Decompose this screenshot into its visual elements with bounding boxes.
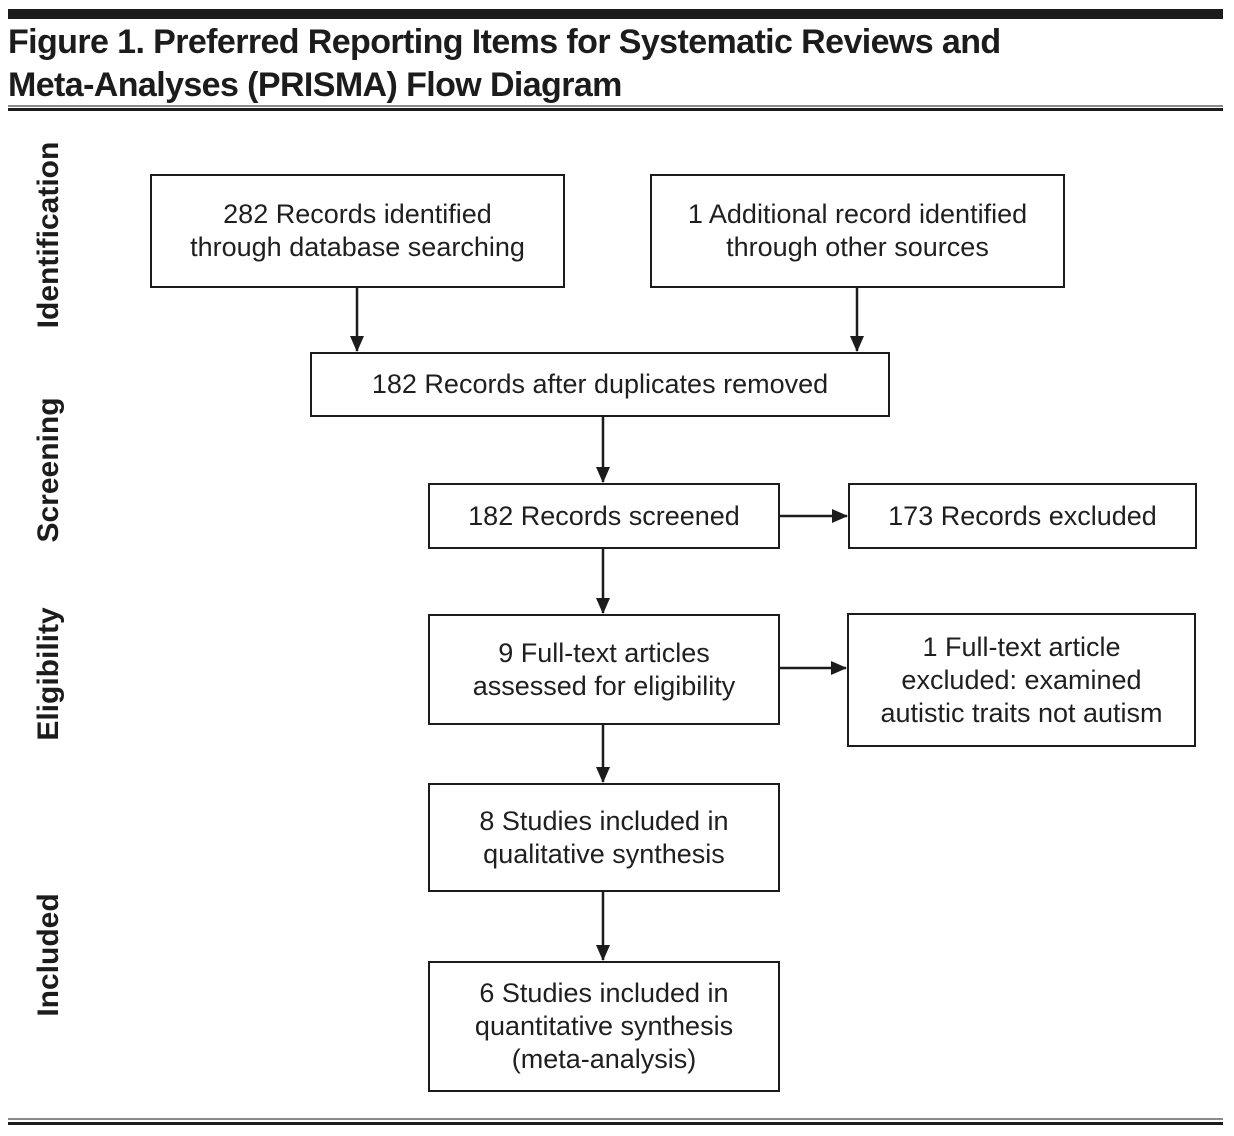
box-text-line: 6 Studies included in	[479, 978, 729, 1008]
flow-box-after-duplicates: 182 Records after duplicates removed	[310, 352, 890, 417]
flow-box-records-screened: 182 Records screened	[428, 483, 780, 549]
box-text-line: 1 Full-text article	[922, 631, 1121, 662]
flow-box-qualitative-synthesis: 8 Studies included in qualitative synthe…	[428, 783, 780, 892]
box-text-line: 1 Additional record identified	[687, 199, 1028, 229]
box-text-line: through database searching	[190, 232, 525, 262]
flow-box-records-excluded: 173 Records excluded	[848, 483, 1197, 549]
box-text-line: quantitative synthesis	[474, 1011, 734, 1041]
bottom-rule-dark	[8, 1122, 1223, 1125]
box-text-line: (meta-analysis)	[511, 1044, 697, 1074]
box-text-line: excluded: examined	[901, 664, 1142, 695]
bottom-rule-light	[8, 1118, 1223, 1120]
title-rule-light	[8, 105, 1223, 107]
box-text-line: 282 Records identified	[223, 199, 492, 229]
figure-title-line: Figure 1. Preferred Reporting Items for …	[8, 23, 1001, 61]
box-text-line: 8 Studies included in	[479, 805, 729, 836]
box-text-line: 182 Records after duplicates removed	[371, 369, 829, 399]
flow-box-fulltext-assessed: 9 Full-text articles assessed for eligib…	[428, 614, 780, 725]
box-text-line: assessed for eligibility	[472, 670, 736, 701]
box-text-line: 173 Records excluded	[888, 500, 1157, 531]
box-text-line: through other sources	[726, 232, 989, 262]
box-text-line: autistic traits not autism	[880, 697, 1163, 728]
stage-label-eligibility: Eligibility	[32, 607, 65, 741]
figure-title: Figure 1. Preferred Reporting Items for …	[8, 21, 1001, 107]
box-text-line: 182 Records screened	[468, 500, 740, 531]
stage-label-identification: Identification	[32, 141, 65, 329]
flow-box-additional-record: 1 Additional record identified through o…	[650, 174, 1065, 288]
flow-box-fulltext-excluded: 1 Full-text article excluded: examined a…	[847, 613, 1196, 747]
box-text-line: qualitative synthesis	[483, 838, 725, 869]
title-rule-dark	[8, 108, 1223, 111]
stage-label-screening: Screening	[32, 397, 65, 543]
stage-label-included: Included	[32, 893, 65, 1017]
flow-box-records-identified: 282 Records identified through database …	[150, 174, 565, 288]
figure-title-line: Meta-Analyses (PRISMA) Flow Diagram	[8, 66, 622, 104]
flow-box-quantitative-synthesis: 6 Studies included in quantitative synth…	[428, 961, 780, 1092]
top-rule-bar	[8, 9, 1223, 19]
box-text-line: 9 Full-text articles	[498, 637, 710, 668]
